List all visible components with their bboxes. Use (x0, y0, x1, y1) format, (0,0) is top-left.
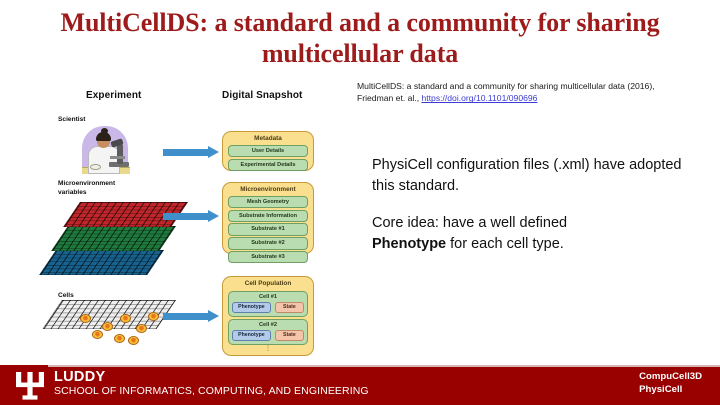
cell-dot (128, 336, 139, 345)
microenvironment-item-substrate-3: Substrate #3 (228, 250, 308, 264)
doi-link[interactable]: https://doi.org/10.1101/090696 (421, 93, 538, 104)
footer-brand-school: SCHOOL OF INFORMATICS, COMPUTING, AND EN… (54, 385, 369, 398)
citation-text: MultiCellDS: a standard and a community … (357, 81, 655, 104)
petri-dish (90, 164, 101, 170)
citation-block: MultiCellDS: a standard and a community … (357, 80, 657, 105)
paragraph-spacer (372, 196, 692, 213)
mesh-layer-blue (39, 250, 164, 275)
body-paragraph-2: Core idea: have a well defined Phenotype… (372, 213, 692, 254)
cell-dot (80, 314, 91, 323)
microenvironment-mesh-stack (39, 196, 188, 275)
footer-bar: LUDDY SCHOOL OF INFORMATICS, COMPUTING, … (0, 365, 720, 405)
body-paragraph-1: PhysiCell configuration files (.xml) hav… (372, 157, 682, 194)
arrow-shaft (163, 149, 208, 156)
indiana-university-trident-logo-icon (16, 372, 44, 400)
cell-dot (92, 330, 103, 339)
microscope-stage (110, 156, 125, 159)
cell-group-1: Cell #1 Phenotype State (228, 290, 308, 317)
microenvironment-item-mesh-geometry: Mesh Geometry (228, 196, 308, 209)
cell-population-box-title: Cell Population (244, 280, 292, 287)
microscope-base (109, 162, 129, 167)
arrow-cell-population (163, 310, 219, 323)
cells-mesh (42, 300, 192, 352)
arrow-metadata (163, 146, 219, 159)
column-header-digital-snapshot: Digital Snapshot (222, 90, 303, 101)
cell-dot (102, 322, 113, 331)
body-text: PhysiCell configuration files (.xml) hav… (372, 155, 692, 254)
arrow-shaft (163, 313, 208, 320)
footer-brand-luddy: LUDDY (54, 369, 106, 385)
cell-1-state: State (274, 301, 304, 313)
footer-brand: LUDDY SCHOOL OF INFORMATICS, COMPUTING, … (54, 369, 369, 399)
page-title: MultiCellDS: a standard and a community … (60, 8, 660, 68)
arrow-microenvironment (163, 210, 219, 223)
cell-dot (120, 314, 131, 323)
metadata-item-user-details: User Details (228, 145, 308, 158)
core-idea-tail: for each cell type. (450, 235, 564, 252)
mesh-layer-green (51, 226, 176, 251)
arrow-head (208, 310, 219, 322)
scientist-illustration-icon (76, 126, 136, 174)
arrow-head (208, 146, 219, 158)
footer-physicell: PhysiCell (639, 383, 683, 395)
cell-1-attributes: Phenotype State (232, 301, 304, 313)
metadata-item-experimental-details: Experimental Details (228, 158, 308, 172)
cell-dot (148, 312, 159, 321)
arrow-head (208, 210, 219, 222)
microscope-arm (117, 144, 123, 164)
phenotype-emphasis: Phenotype (372, 235, 447, 252)
scientist-hair-bun (101, 128, 108, 134)
footer-right-brands: CompuCell3D PhysiCell (639, 371, 702, 397)
microenvironment-box: Microenvironment Mesh Geometry Substrate… (222, 182, 314, 264)
label-cells: Cells (58, 292, 74, 299)
cell-1-title: Cell #1 (258, 294, 278, 301)
cell-2-state: State (274, 329, 304, 342)
column-header-experiment: Experiment (86, 90, 142, 101)
footer-divider (48, 365, 720, 367)
microenvironment-item-substrate-2: Substrate #2 (228, 237, 308, 250)
label-microenvironment-variables: Microenvironment variables (58, 180, 116, 196)
arrow-shaft (163, 213, 208, 220)
scientist-hair (96, 132, 111, 141)
cell-dot (114, 334, 125, 343)
label-scientist: Scientist (58, 116, 86, 123)
microenvironment-box-title: Microenvironment (240, 186, 296, 193)
cell-group-2: Cell #2 Phenotype State (228, 318, 308, 346)
cell-population-box: Cell Population Cell #1 Phenotype State … (222, 276, 314, 356)
footer-compucell3d: CompuCell3D (639, 371, 702, 382)
cell-2-attributes: Phenotype State (232, 329, 304, 342)
metadata-box-title: Metadata (254, 135, 282, 142)
microenvironment-item-substrate-1: Substrate #1 (228, 223, 308, 236)
metadata-box: Metadata User Details Experimental Detai… (222, 131, 314, 172)
cell-2-phenotype: Phenotype (232, 329, 271, 342)
cell-2-title: Cell #2 (258, 322, 278, 329)
cell-population-continuation: ⋮ (265, 346, 271, 353)
cell-dot (136, 324, 147, 333)
core-idea-lead: Core idea: have a well defined (372, 215, 568, 232)
cell-1-phenotype: Phenotype (232, 301, 271, 313)
microenvironment-item-substrate-information: Substrate Information (228, 209, 308, 223)
